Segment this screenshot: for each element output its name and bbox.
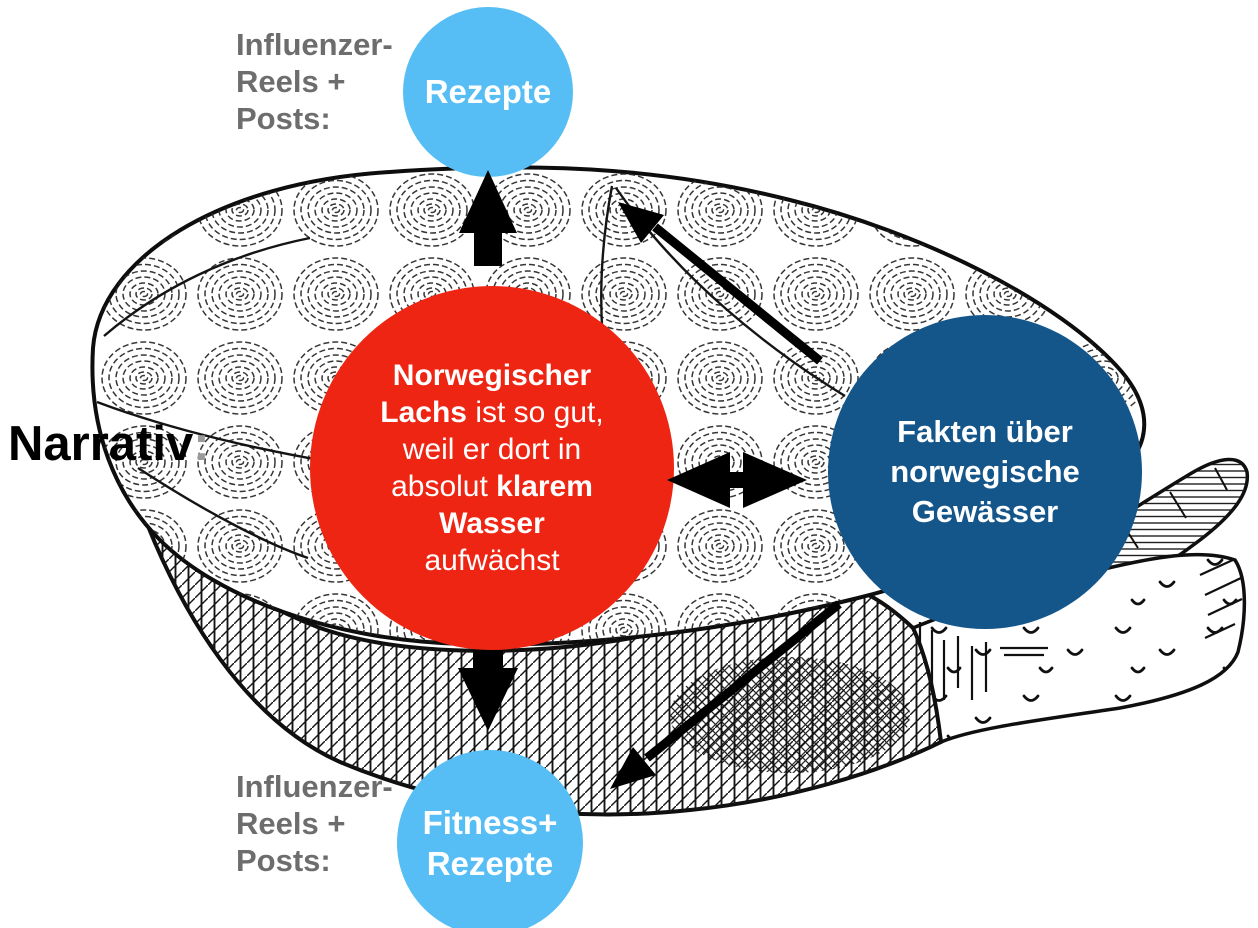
narrativ-colon: : xyxy=(193,417,210,471)
narrativ-text: Narrativ xyxy=(8,417,194,471)
node-fitness-label: Fitness+Rezepte xyxy=(422,804,558,882)
label-influencer-reels-posts-top: Influenzer-Reels +Posts: xyxy=(236,27,393,136)
arrow-upleft-icon xyxy=(618,202,823,365)
node-fitness-rezepte: Fitness+Rezepte xyxy=(397,750,583,928)
label-influencer-reels-posts-bottom: Influenzer-Reels +Posts: xyxy=(236,769,393,878)
arrow-up-icon xyxy=(459,170,517,266)
node-rezepte-label: Rezepte xyxy=(424,73,552,110)
double-arrow-icon xyxy=(667,452,807,508)
label-narrativ: Narrativ: xyxy=(8,418,210,470)
node-rezepte: Rezepte xyxy=(403,7,573,177)
arrow-downleft-icon xyxy=(610,600,842,789)
arrow-down-icon xyxy=(458,650,518,731)
